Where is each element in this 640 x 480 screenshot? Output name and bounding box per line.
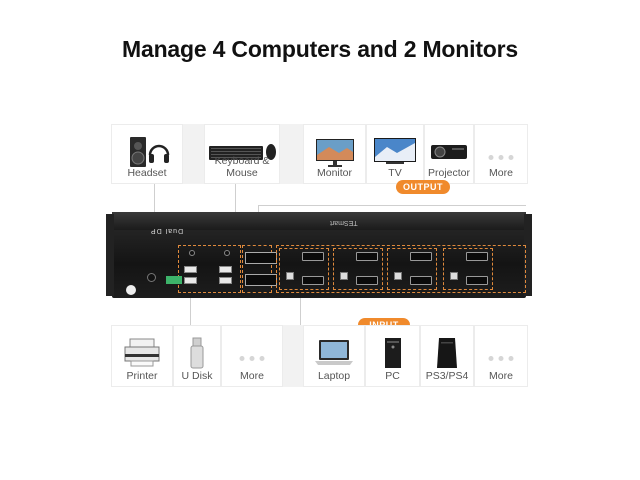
connector-line (300, 298, 301, 325)
dp-output-port (245, 252, 277, 264)
dp-input-port (466, 252, 488, 261)
input-group-outline (276, 245, 526, 293)
usb-b-port (340, 272, 348, 280)
usb-port (219, 266, 232, 273)
dp-input-port (410, 252, 432, 261)
tile-more-peripheral: More (221, 325, 283, 387)
monitor-icon (313, 135, 357, 174)
console-icon (433, 336, 461, 377)
audio-jack (224, 250, 230, 256)
usb-b-port (450, 272, 458, 280)
tile-projector: Projector (424, 124, 474, 184)
usb-b-port (286, 272, 294, 280)
more-dots-icon (488, 356, 514, 361)
output-badge: OUTPUT (396, 180, 450, 194)
connector-line (190, 298, 191, 325)
rack-ear-right (524, 214, 532, 296)
terminal-block (166, 276, 182, 284)
speaker-headphone-icon (124, 135, 170, 176)
device-side-label: Dual DP (150, 227, 184, 234)
printer-icon (122, 336, 162, 375)
tile-more-input: More (474, 325, 528, 387)
tv-icon (372, 135, 418, 172)
tile-label: PS3/PS4 (425, 370, 469, 382)
tile-console: PS3/PS4 (420, 325, 474, 387)
page-title: Manage 4 Computers and 2 Monitors (122, 36, 518, 62)
tile-printer: Printer (111, 325, 173, 387)
tile-label: Monitor (316, 167, 352, 179)
dc-power-jack (147, 273, 156, 282)
tile-laptop: Laptop (303, 325, 365, 387)
dp-input-port (302, 276, 324, 285)
audio-jack (189, 250, 195, 256)
tile-headset: Headset (111, 124, 183, 184)
tile-label: TV (388, 167, 402, 179)
pc-tower-icon (381, 336, 405, 377)
tile-label: Printer (126, 370, 158, 382)
dp-input-port (356, 276, 378, 285)
tile-tv: TV (366, 124, 424, 184)
device-top-edge (112, 212, 526, 230)
projector-icon (428, 135, 470, 170)
tile-label: Projector (427, 167, 470, 179)
device-foot (126, 285, 136, 295)
tile-pc: PC (365, 325, 420, 387)
tile-monitor: Monitor (303, 124, 366, 184)
tile-label: More (489, 167, 513, 179)
usb-port (219, 277, 232, 284)
keyboard-mouse-icon (206, 135, 278, 170)
tile-label: Headset (127, 167, 167, 179)
tile-u-disk: U Disk (173, 325, 221, 387)
dp-input-port (410, 276, 432, 285)
dp-output-port (245, 274, 277, 286)
tile-label: PC (385, 370, 400, 382)
tile-label: More (240, 370, 264, 382)
input-block-3 (387, 248, 437, 290)
tile-more-output: More (474, 124, 528, 184)
connector-line (154, 184, 155, 212)
usb-b-port (394, 272, 402, 280)
tile-label: U Disk (181, 370, 213, 382)
rack-ear-left (106, 214, 114, 296)
device-brand: TESmart (330, 219, 358, 226)
usb-port (184, 266, 197, 273)
usb-disk-icon (187, 336, 207, 377)
dp-input-port (466, 276, 488, 285)
tile-label: More (489, 370, 513, 382)
input-block-1 (279, 248, 329, 290)
usb-port (184, 277, 197, 284)
connector-line (258, 205, 526, 206)
laptop-icon (312, 336, 356, 375)
connector-line (235, 184, 236, 212)
input-block-4 (443, 248, 493, 290)
dp-input-port (302, 252, 324, 261)
connector-line (258, 205, 259, 215)
tile-keyboard-mouse: Keyboard & Mouse (204, 124, 280, 184)
more-dots-icon (239, 356, 265, 361)
more-dots-icon (488, 155, 514, 160)
dp-input-port (356, 252, 378, 261)
output-group-outline (242, 245, 272, 293)
tile-label: Keyboard & Mouse (214, 155, 270, 179)
tile-label: Laptop (317, 370, 351, 382)
input-block-2 (333, 248, 383, 290)
usb-group-outline (178, 245, 241, 293)
